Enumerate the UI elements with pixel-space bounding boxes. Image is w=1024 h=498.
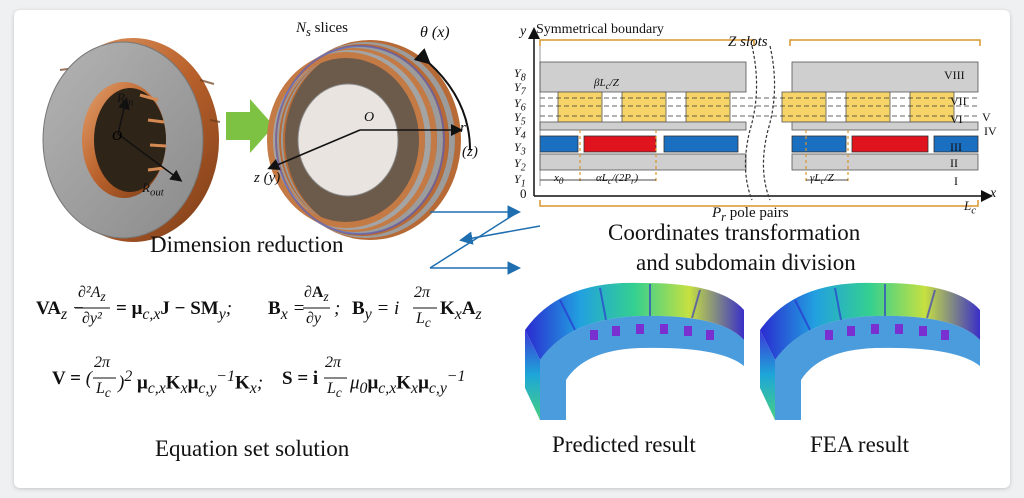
- y-tick-y6: Y6: [514, 96, 526, 114]
- y-tick-y5: Y5: [514, 110, 526, 128]
- z-slots-label: Z slots: [728, 34, 768, 50]
- equation-4-num: 2π: [94, 354, 111, 371]
- equation-4-lhs: V = (: [52, 368, 93, 389]
- x0-label: x0: [554, 172, 564, 187]
- equation-5-num: 2π: [325, 354, 342, 371]
- region-label-iv: IV: [984, 124, 997, 138]
- pole-pairs-label: Pr pole pairs: [712, 205, 789, 224]
- caption-predicted-result: Predicted result: [552, 432, 696, 457]
- caption-equation-solution: Equation set solution: [155, 436, 350, 461]
- y-tick-y8: Y8: [514, 66, 526, 84]
- equation-1-rhs: = μc,xJ − SMy;: [116, 298, 233, 323]
- motor-sliced: [267, 40, 461, 240]
- caption-coordinates-line1: Coordinates transformation: [608, 220, 861, 245]
- r-axis-label: r: [460, 120, 466, 136]
- equation-3-den: Lc: [416, 310, 431, 331]
- alpha-dim-label: αLc/(2Pr): [596, 172, 639, 187]
- rin-label: Rin: [117, 90, 134, 109]
- ns-slices-label: Ns slices: [296, 20, 348, 39]
- z-paren-label: (z): [462, 144, 478, 160]
- equation-2-den: ∂y: [306, 310, 322, 327]
- rout-label: Rout: [142, 180, 164, 199]
- equation-3-rhs: KxAz: [440, 298, 482, 323]
- equation-5-rhs: μ0μc,xKxμc,y−1: [350, 368, 466, 398]
- beta-dim-label: βLc/Z: [594, 77, 619, 92]
- region-label-vi: VI: [950, 112, 963, 126]
- region-label-iii: III: [950, 140, 962, 154]
- equation-3-lhs: By = i: [352, 298, 400, 323]
- y-tick-y3: Y3: [514, 140, 526, 158]
- region-label-i: I: [954, 174, 958, 188]
- axis-y-label: y: [520, 24, 527, 39]
- y-tick-y7: Y7: [514, 80, 526, 98]
- symmetrical-boundary-label: Symmetrical boundary: [536, 22, 664, 37]
- zigzag-connector: [429, 205, 541, 275]
- region-label-viii: VIII: [944, 68, 965, 82]
- y-tick-y4: Y4: [514, 124, 526, 142]
- equation-5-den: Lc: [327, 380, 342, 401]
- green-arrow-icon: [226, 99, 274, 153]
- equation-2-num: ∂Az: [304, 284, 329, 305]
- gamma-dim-label: γLc/Z: [810, 172, 834, 187]
- z-y-label: z (y): [254, 170, 281, 186]
- equation-fraction-bars: [75, 307, 437, 379]
- caption-dimension-reduction: Dimension reduction: [150, 232, 344, 257]
- region-label-vii: VII: [950, 94, 967, 108]
- ring-dimension-arrows: O: [112, 97, 183, 182]
- equation-1-den: ∂y²: [82, 310, 102, 327]
- origin-zero-label: 0: [520, 186, 527, 201]
- equation-2-sep: ;: [334, 298, 341, 319]
- lc-label: Lc: [964, 198, 977, 217]
- equation-1-lhs: VAz −: [36, 298, 85, 323]
- caption-fea-result: FEA result: [810, 432, 910, 457]
- equation-1-num: ∂²Az: [78, 284, 106, 305]
- sliced-axes: [267, 48, 471, 171]
- origin-label-1: O: [112, 129, 122, 144]
- region-label-ii: II: [950, 156, 958, 170]
- caption-coordinates-line2: and subdomain division: [636, 250, 856, 275]
- equation-4-den: Lc: [96, 380, 111, 401]
- axis-x-label: x: [990, 186, 997, 201]
- motor-ring-solid: [42, 38, 221, 242]
- theta-x-label: θ (x): [420, 24, 450, 41]
- y-tick-y1: Y1: [514, 172, 526, 190]
- equation-4-rhs: )2 μc,xKxμc,y−1Kx;: [118, 368, 264, 398]
- subdomain-diagram: [528, 27, 993, 207]
- equation-3-num: 2π: [414, 284, 431, 301]
- fea-result-image: [760, 282, 980, 420]
- region-label-v: V: [982, 110, 991, 124]
- equation-5-lhs: S = i: [282, 368, 319, 389]
- origin-label-2: O: [364, 110, 375, 125]
- equation-2-lhs: Bx =: [268, 298, 306, 323]
- y-tick-y2: Y2: [514, 156, 526, 174]
- predicted-result-image: [525, 282, 744, 420]
